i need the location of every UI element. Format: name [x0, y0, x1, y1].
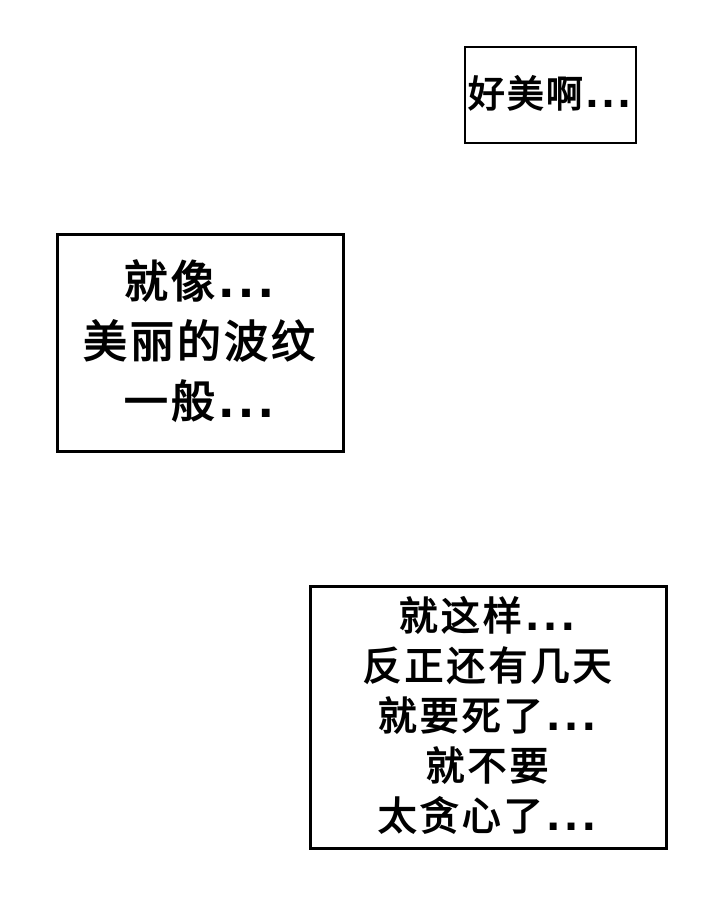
caption-box-middle-left: 就像... 美丽的波纹 一般...	[56, 233, 345, 453]
caption-line: 好美啊...	[467, 73, 634, 116]
caption-line: 就不要	[425, 744, 552, 790]
caption-line: 反正还有几天	[362, 644, 615, 690]
caption-box-top-right: 好美啊...	[464, 46, 637, 144]
caption-box-bottom-right: 就这样... 反正还有几天 就要死了... 就不要 太贪心了...	[309, 585, 668, 850]
caption-line: 就要死了...	[377, 694, 600, 740]
caption-line: 一般...	[123, 377, 278, 428]
caption-line: 美丽的波纹	[83, 317, 318, 368]
caption-line: 就像...	[123, 257, 278, 308]
caption-line: 太贪心了...	[377, 794, 600, 840]
caption-line: 就这样...	[398, 594, 579, 640]
